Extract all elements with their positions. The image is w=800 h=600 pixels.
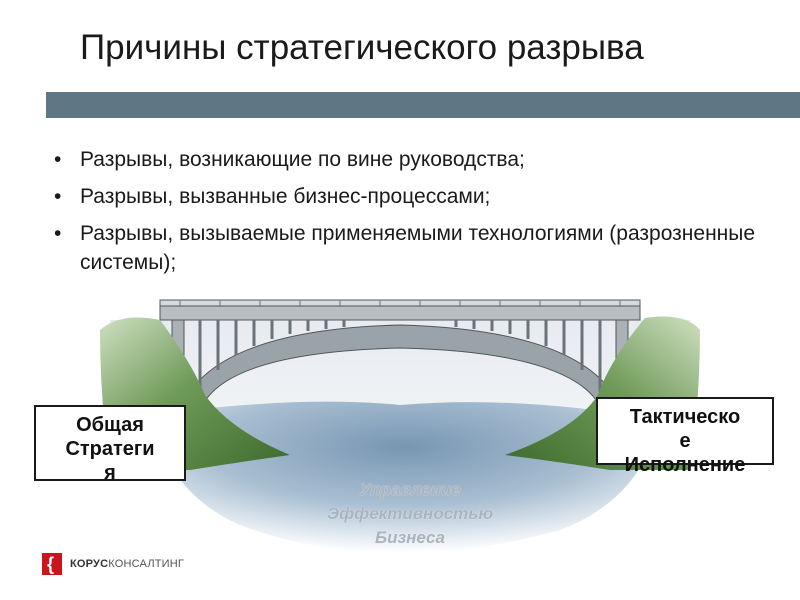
general-strategy-line: я [104,462,116,484]
tactical-execution-line: е [679,430,691,452]
tactical-execution-line: Исполнение [624,454,746,476]
bullet-dot: • [54,185,62,208]
tactical-execution-line: Тактическо [629,406,741,428]
logo-mark-icon: { [42,553,62,575]
river-label-line: Бизнеса [375,528,445,547]
bullet-item: • Разрывы, возникающие по вине руководст… [54,145,780,174]
river-label-line: Управление [359,480,461,499]
bullet-text: Разрывы, вызванные бизнес-процессами; [80,185,491,208]
tactical-execution-box: Тактическо е Исполнение [596,397,774,476]
bridge-railing-posts [179,300,621,306]
bridge-deck [159,305,641,321]
logo-brand: КОРУС [70,558,109,570]
company-logo: { КОРУСКОНСАЛТИНГ [42,553,184,575]
general-strategy-line: Общая [76,414,144,436]
general-strategy-line: Стратеги [65,438,155,460]
bullet-text: Разрывы, возникающие по вине руководства… [80,148,525,171]
bullet-list: • Разрывы, возникающие по вине руководст… [54,145,780,285]
bullet-text: Разрывы, вызываемые применяемыми техноло… [80,222,756,274]
bullet-dot: • [54,222,62,245]
logo-suffix: КОНСАЛТИНГ [108,558,185,570]
logo-text: КОРУСКОНСАЛТИНГ [70,558,184,570]
river-label-line: Эффективностью [326,504,494,523]
title-bar [46,92,800,118]
bullet-item: • Разрывы, вызываемые применяемыми техно… [54,219,780,277]
bridge-spandrel-columns [198,320,602,392]
river-label: Управление Эффективностью Бизнеса [300,478,520,550]
bullet-dot: • [54,148,62,171]
bridge-railing [159,299,641,307]
river-water [150,401,660,553]
bullet-item: • Разрывы, вызванные бизнес-процессами; [54,182,780,211]
logo-brace: { [47,554,55,574]
page-title: Причины стратегического разрыва [80,28,644,67]
general-strategy-box: Общая Стратеги я [34,405,186,484]
